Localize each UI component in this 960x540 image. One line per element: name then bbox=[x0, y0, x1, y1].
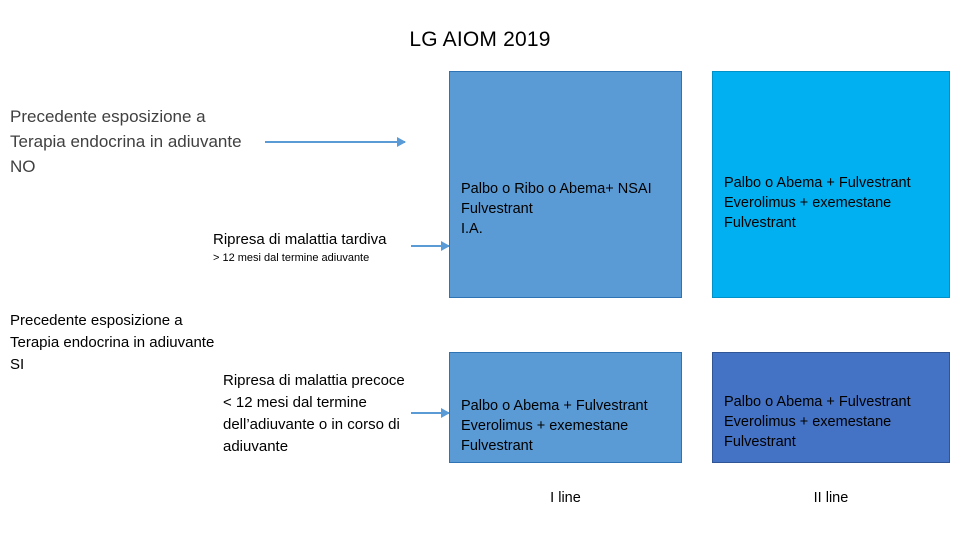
box-second-line-prior-endocrine-text: Palbo o Abema + Fulvestrant Everolimus +… bbox=[724, 394, 911, 450]
footer-second-line: II line bbox=[813, 490, 849, 506]
footer-first-line: I line bbox=[550, 490, 581, 506]
page-title: LG AIOM 2019 bbox=[409, 28, 551, 51]
box-second-line-prior-endocrine[interactable]: Palbo o Abema + Fulvestrant Everolimus +… bbox=[712, 352, 950, 463]
late-relapse-note: > 12 mesi dal termine adiuvante bbox=[213, 252, 370, 264]
arrow-no-to-first-line bbox=[265, 137, 406, 147]
arrow-late-relapse bbox=[411, 241, 450, 251]
box-first-line-prior-endocrine[interactable]: Palbo o Abema + Fulvestrant Everolimus +… bbox=[449, 352, 682, 463]
box-second-line-no-prior-endocrine[interactable]: Palbo o Abema + Fulvestrant Everolimus +… bbox=[712, 71, 950, 298]
box-first-line-prior-endocrine-text: Palbo o Abema + Fulvestrant Everolimus +… bbox=[461, 398, 648, 454]
box-first-line-no-prior-endocrine[interactable]: Palbo o Ribo o Abema+ NSAI Fulvestrant I… bbox=[449, 71, 682, 298]
prior-endocrine-si-label: Precedente esposizione a Terapia endocri… bbox=[10, 312, 215, 373]
prior-endocrine-no-label: Precedente esposizione a Terapia endocri… bbox=[10, 107, 242, 176]
early-relapse-label: Ripresa di malattia precoce < 12 mesi da… bbox=[223, 372, 405, 455]
box-first-line-no-prior-endocrine-text: Palbo o Ribo o Abema+ NSAI Fulvestrant I… bbox=[461, 181, 652, 237]
box-second-line-no-prior-endocrine-text: Palbo o Abema + Fulvestrant Everolimus +… bbox=[724, 175, 911, 231]
late-relapse-label: Ripresa di malattia tardiva bbox=[213, 231, 387, 248]
arrow-early-relapse bbox=[411, 408, 450, 418]
